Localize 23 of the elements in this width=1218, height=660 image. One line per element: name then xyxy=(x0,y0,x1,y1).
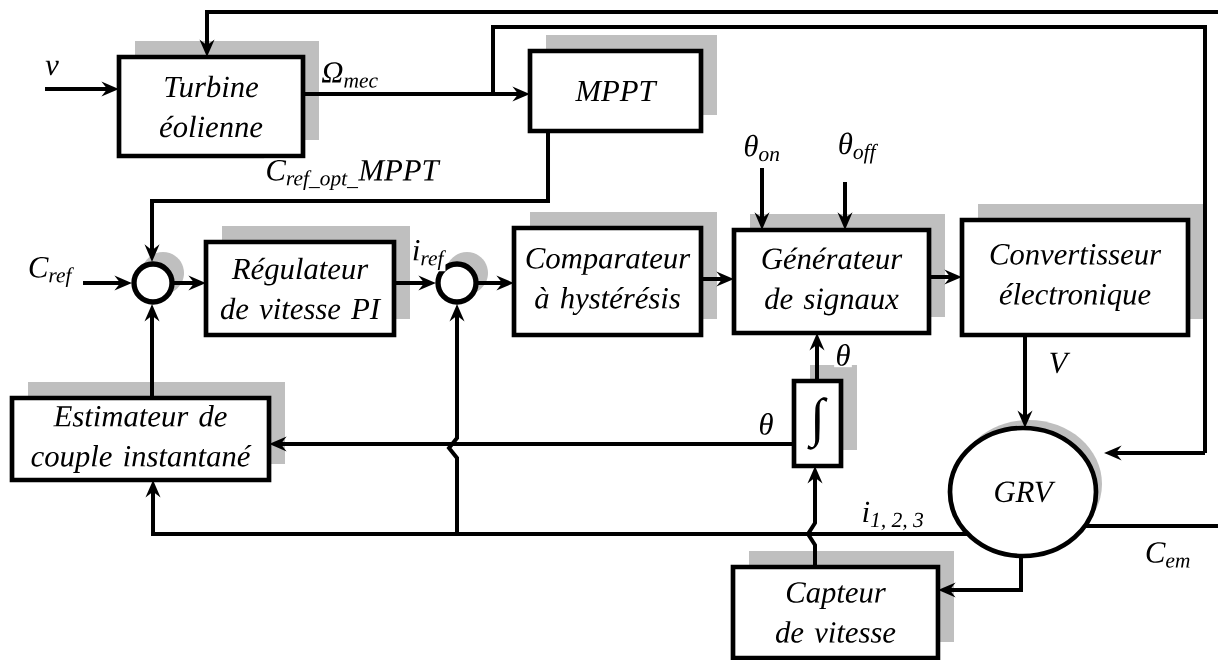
block-box: Régulateur de vitesse PI xyxy=(203,226,410,338)
signal-label: v xyxy=(43,59,61,77)
signal-label: C$_{ref}$ xyxy=(26,255,74,289)
signal-label: C$_{ref_opt_}$MPPT xyxy=(264,158,441,192)
signal-line xyxy=(1085,524,1218,528)
signal-label: V xyxy=(1047,351,1071,375)
signal-label: C$_{em}$ xyxy=(1143,540,1193,570)
signal-label: i$_{ref}$ xyxy=(410,238,446,272)
signal-label: Ω$_{mec}$ xyxy=(320,60,381,90)
block-box: Générateur de signaux xyxy=(731,214,945,336)
block-box: Turbine éolienne xyxy=(116,41,319,159)
block-box: Comparateur à hystérésis xyxy=(511,212,717,338)
block-box: Convertisseur électronique xyxy=(959,204,1204,338)
signal-label: θ$_{on}$ xyxy=(742,133,782,163)
signal-label: θ$_{off}$ xyxy=(836,131,878,165)
signal-label: θ xyxy=(834,342,852,368)
block-box: Estimateur de couple instantané xyxy=(9,382,285,483)
summing-junction xyxy=(131,252,184,305)
block-box: Capteur de vitesse xyxy=(730,551,954,660)
block-box: MPPT xyxy=(527,35,717,134)
integrator-box: ∫ xyxy=(791,365,857,469)
signal-label: i$_{1, 2, 3}$ xyxy=(860,500,926,532)
signal-label: θ xyxy=(757,411,775,437)
